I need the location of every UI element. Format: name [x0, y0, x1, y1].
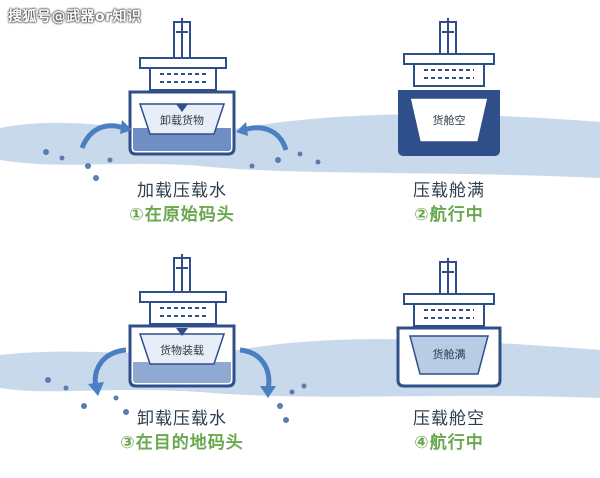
- step-1: ①在原始码头: [129, 205, 235, 225]
- water-top: [0, 114, 600, 178]
- hold-label-4: 货舱满: [433, 347, 466, 361]
- outflow-arrow-right: [239, 347, 272, 391]
- ship-1: 卸载货物: [128, 18, 236, 156]
- hold-label-1: 卸载货物: [160, 113, 204, 127]
- water-bottom: [0, 339, 600, 398]
- ship-3: 货物装载: [128, 254, 236, 388]
- caption-1: 加载压载水: [137, 181, 227, 201]
- organisms-3: [45, 377, 307, 423]
- caption-4: 压载舱空: [413, 409, 485, 429]
- ship-4: 货舱满: [396, 258, 502, 388]
- watermark: 搜狐号@武器or知识: [8, 9, 142, 25]
- hold-label-2: 货舱空: [433, 113, 466, 127]
- inflow-arrow-left: [79, 123, 125, 150]
- step-2: ②航行中: [414, 205, 484, 225]
- organisms-1: [43, 149, 321, 181]
- ship-2: 货舱空: [398, 18, 500, 156]
- caption-3: 卸载压载水: [137, 409, 227, 429]
- step-4: ④航行中: [414, 433, 484, 453]
- step-3: ③在目的地码头: [120, 433, 244, 453]
- hold-label-3: 货物装载: [160, 343, 204, 357]
- caption-2: 压载舱满: [413, 181, 485, 201]
- inflow-arrow-right: [243, 125, 289, 151]
